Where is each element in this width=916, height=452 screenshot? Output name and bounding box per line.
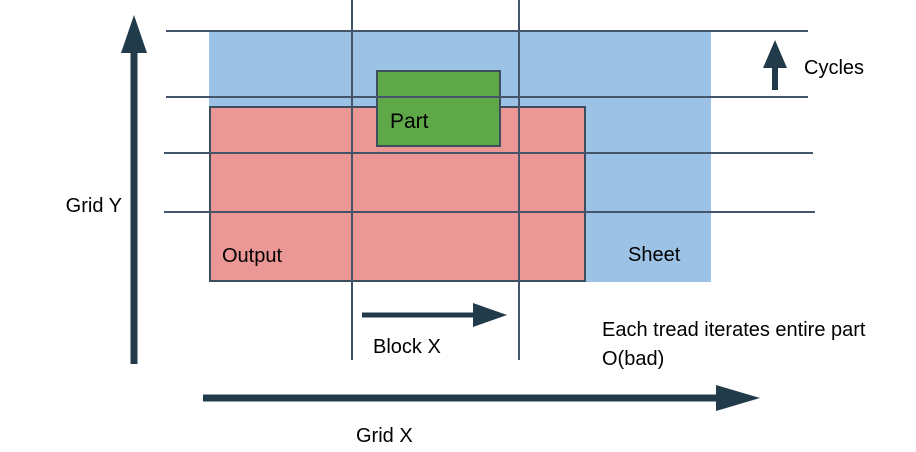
grid-row-line-4 <box>164 211 815 213</box>
grid-row-line-1 <box>166 30 808 32</box>
output-label: Output <box>222 245 283 267</box>
grid-row-line-2 <box>166 96 808 98</box>
part-label: Part <box>390 110 429 133</box>
annotation-note: Each tread iterates entire part O(bad) <box>602 316 865 374</box>
grid-column-line-2 <box>518 0 520 360</box>
block-x-label: Block X <box>373 336 441 358</box>
block-x-arrow-icon <box>362 303 507 327</box>
sheet-label: Sheet <box>628 244 681 266</box>
grid-x-axis-label: Grid X <box>356 425 413 447</box>
grid-y-axis-arrow-icon <box>121 15 147 364</box>
grid-y-axis-label: Grid Y <box>65 195 122 217</box>
grid-column-line-1 <box>351 0 353 360</box>
cycles-arrow-icon <box>763 40 787 90</box>
grid-x-axis-arrow-icon <box>203 385 760 411</box>
cycles-label: Cycles <box>804 57 865 79</box>
part-rect <box>376 70 501 147</box>
annotation-line-1: Each tread iterates entire part <box>602 319 866 341</box>
grid-row-line-3 <box>164 152 813 154</box>
annotation-line-2: O(bad) <box>602 348 665 370</box>
